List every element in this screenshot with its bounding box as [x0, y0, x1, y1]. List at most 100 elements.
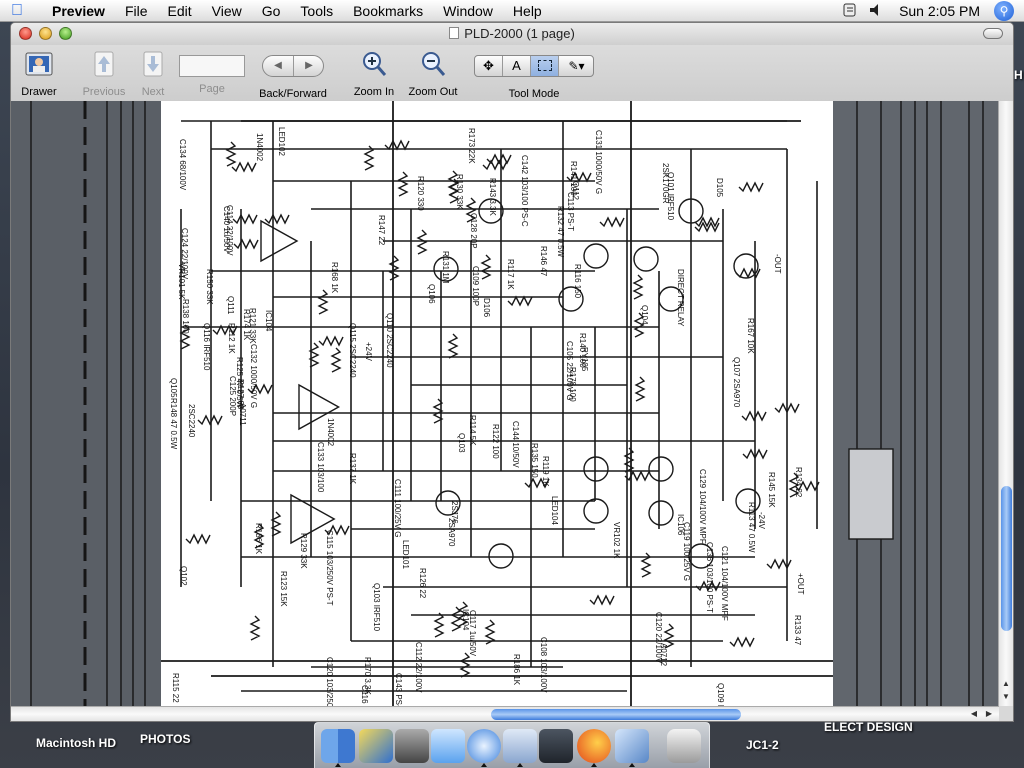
firefox-icon[interactable] — [577, 729, 611, 763]
running-indicator — [517, 763, 523, 767]
transistor-symbol — [488, 543, 514, 569]
resistor-symbol — [185, 533, 211, 545]
resistor-symbol — [317, 289, 329, 315]
horizontal-scrollbar[interactable]: ◀ ▶ — [11, 706, 999, 721]
opamp-symbol — [260, 219, 299, 263]
running-indicator — [591, 763, 597, 767]
zoom-out-button[interactable]: Zoom Out — [405, 49, 461, 98]
schematic-label: C105 22/100V G — [565, 341, 574, 401]
schematic-label: C119 100/25V G — [682, 522, 691, 581]
scroll-up-arrow[interactable]: ▲ — [1002, 679, 1010, 688]
schematic-label: R141 100 — [569, 161, 578, 196]
desktop-icon-jc1-2[interactable]: JC1-2 — [746, 738, 779, 752]
schematic-label: 1N4002 — [326, 418, 335, 447]
resistor-symbol — [384, 139, 410, 151]
preview-icon[interactable] — [503, 729, 537, 763]
schematic-label: R119 1K — [541, 456, 550, 487]
schematic-label: R136 1K — [254, 523, 263, 555]
zoom-in-button[interactable]: Zoom In — [349, 49, 399, 98]
schematic-label: C109 100P — [471, 266, 480, 306]
resistor-symbol — [212, 324, 238, 336]
schematic-label: C124 22/100V — [180, 228, 189, 280]
window-titlebar[interactable]: PLD-2000 (1 page) — [11, 23, 1013, 45]
schematic-label: R127 68 — [236, 379, 245, 410]
schematic-label: C115 103/250V PS-T — [325, 530, 334, 606]
desktop-icon-elect-design[interactable]: ELECT DESIGN — [824, 720, 913, 734]
word-icon[interactable] — [359, 729, 393, 763]
menu-tools[interactable]: Tools — [300, 2, 334, 19]
schematic-label: C117 1u/50V — [468, 610, 477, 657]
schematic-label: 2SC2240 — [187, 404, 196, 438]
next-label: Next — [141, 86, 165, 98]
horizontal-scroll-thumb[interactable] — [491, 709, 741, 720]
menu-help[interactable]: Help — [512, 2, 542, 19]
schematic-label: R134 22 — [794, 467, 803, 498]
script-menu-icon[interactable] — [837, 3, 863, 20]
schematic-label: R173 22K — [467, 128, 476, 164]
volume-icon[interactable] — [863, 3, 889, 20]
select-tool-icon[interactable] — [531, 56, 559, 76]
resistor-symbol — [363, 145, 375, 171]
scroll-down-arrow[interactable]: ▼ — [1002, 692, 1010, 701]
scroll-left-arrow[interactable]: ◀ — [970, 709, 978, 718]
schematic-label: R122 100 — [491, 424, 500, 459]
toolbar-toggle-button[interactable] — [983, 28, 1003, 39]
schematic-label: D106 — [482, 298, 491, 318]
trash-icon[interactable] — [667, 729, 701, 763]
desktop-icon-photos[interactable]: PHOTOS — [140, 732, 190, 746]
back-forward-label: Back/Forward — [259, 88, 327, 100]
menu-bookmarks[interactable]: Bookmarks — [353, 2, 424, 19]
menu-file[interactable]: File — [124, 2, 148, 19]
activity-monitor-icon[interactable] — [539, 729, 573, 763]
menu-go[interactable]: Go — [261, 2, 281, 19]
menu-app-preview[interactable]: Preview — [52, 2, 105, 19]
scroll-right-arrow[interactable]: ▶ — [985, 709, 993, 718]
transistor-symbol — [648, 500, 674, 526]
schematic-label: C136 103/100 PS-T — [705, 542, 714, 613]
menu-clock[interactable]: Sun 2:05 PM — [899, 3, 980, 19]
desktop-icon-macintosh-hd[interactable]: Macintosh HD — [36, 734, 116, 750]
next-button[interactable]: Next — [133, 49, 173, 98]
safari-icon[interactable] — [467, 729, 501, 763]
schematic-label: Q105 — [169, 378, 178, 398]
window-close-button[interactable] — [19, 27, 32, 40]
drawer-icon — [25, 52, 53, 76]
schematic-label: R126 22 — [418, 568, 427, 599]
resistor-symbol — [663, 623, 675, 649]
back-button[interactable]: ◀ — [263, 56, 294, 76]
resistor-symbol — [482, 159, 508, 171]
forward-button[interactable]: ▶ — [305, 60, 313, 71]
document-proxy-icon[interactable] — [449, 27, 460, 39]
schematic-label: R131 1M — [441, 251, 450, 284]
menu-view[interactable]: View — [211, 2, 242, 19]
vertical-scrollbar[interactable]: ▲ ▼ — [998, 101, 1013, 706]
printer-icon[interactable] — [395, 729, 429, 763]
schematic-label: Q109 IRF9510 — [716, 683, 725, 706]
move-tool-icon[interactable]: ✥ — [475, 56, 503, 76]
text-tool-icon[interactable]: A — [503, 56, 531, 76]
page-control: Page — [177, 49, 247, 95]
schematic-label: R130 33K — [455, 174, 464, 210]
resistor-symbol — [766, 558, 792, 570]
window-zoom-button[interactable] — [59, 27, 72, 40]
resistor-symbol — [253, 523, 265, 549]
resistor-symbol — [447, 333, 459, 359]
schematic-label: R140 100 — [578, 333, 587, 368]
menu-edit[interactable]: Edit — [167, 2, 192, 19]
apple-logo-icon[interactable]:  — [0, 2, 34, 20]
finder-icon[interactable] — [321, 729, 355, 763]
annotate-tool-icon[interactable]: ✎▾ — [568, 59, 585, 73]
app-folder-icon[interactable] — [431, 729, 465, 763]
schematic-label: R186 1K — [512, 654, 521, 686]
vertical-scroll-thumb[interactable] — [1001, 486, 1012, 631]
schematic-label: +OUT — [796, 573, 805, 595]
spotlight-icon[interactable]: ⚲ — [994, 1, 1014, 21]
page-number-input[interactable] — [179, 55, 245, 77]
drawer-button[interactable]: Drawer — [17, 49, 61, 98]
iphoto-icon[interactable] — [615, 729, 649, 763]
menu-window[interactable]: Window — [443, 2, 493, 19]
previous-button[interactable]: Previous — [79, 49, 129, 98]
schematic-label: R117 1K — [506, 259, 515, 290]
window-minimize-button[interactable] — [39, 27, 52, 40]
